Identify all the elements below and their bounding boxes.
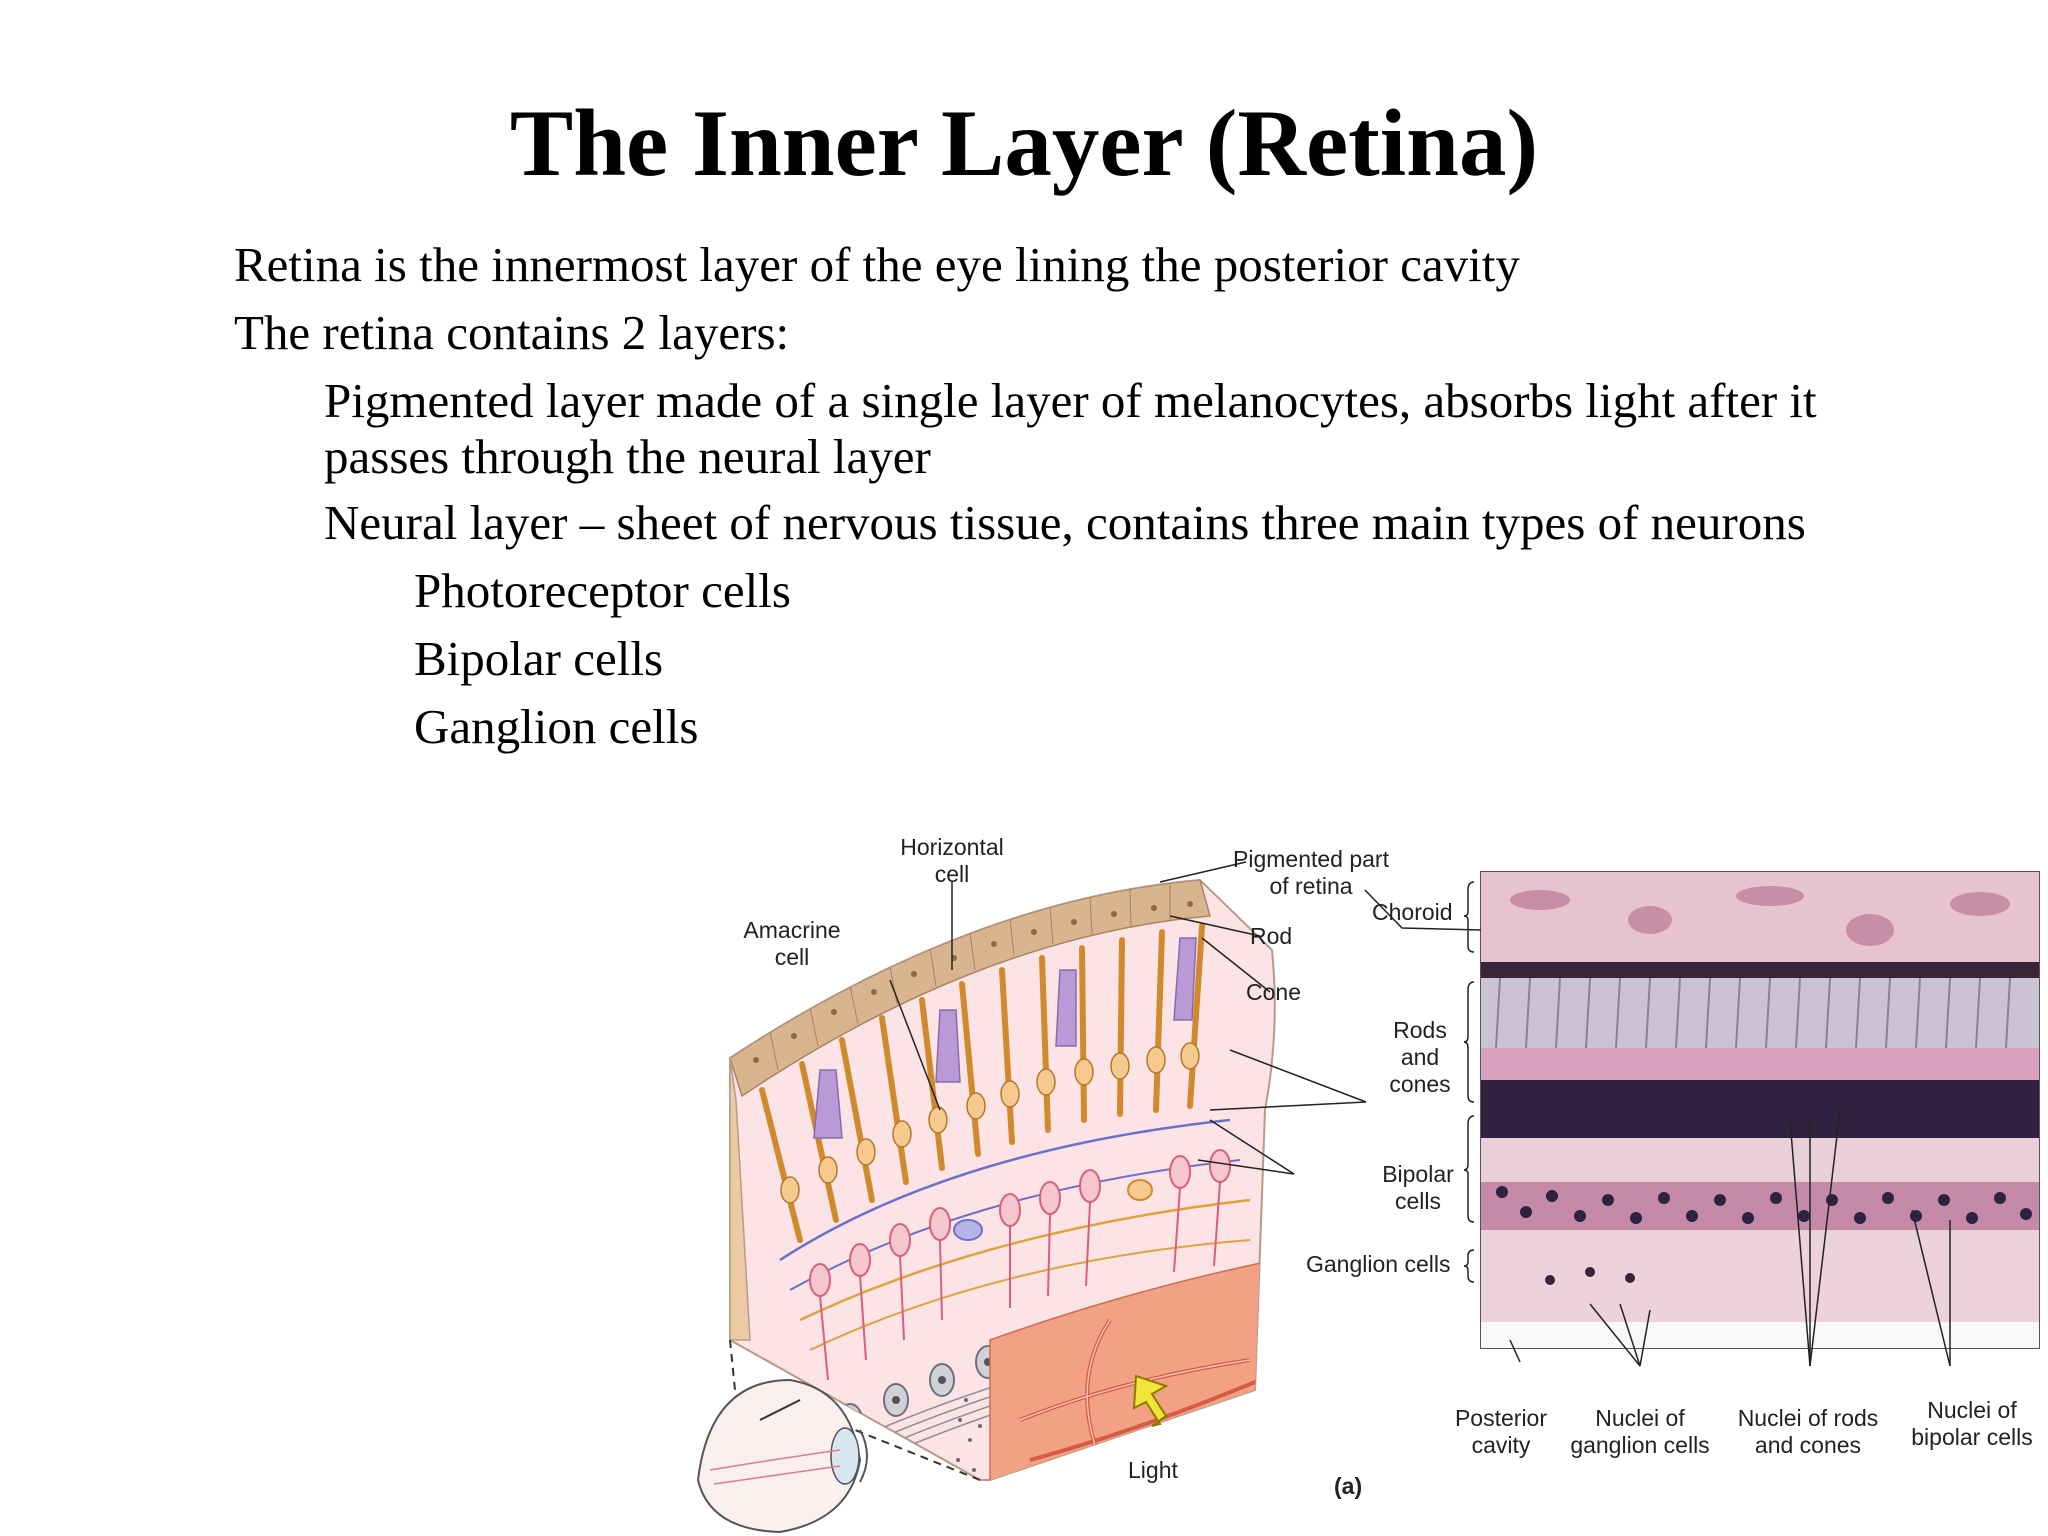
label-bipolar-cells-2: cells (1395, 1188, 1441, 1214)
eyeball-inset (696, 1378, 868, 1534)
bullet-pigmented-layer-cont: passes through the neural layer (324, 429, 931, 484)
label-posterior-cavity-2: cavity (1472, 1432, 1531, 1458)
label-pigmented-part-1: Pigmented part (1233, 846, 1390, 872)
pigment-band (730, 880, 1211, 1098)
bullet-bipolar-cells: Bipolar cells (414, 631, 664, 686)
label-horizontal-cell-1: Horizontal (900, 834, 1004, 860)
retina-figure: Horizontal cell Amacrine cell Pigmented … (690, 820, 2048, 1536)
layer-brackets (1463, 881, 1475, 1283)
retina-diagram: Horizontal cell Amacrine cell Pigmented … (696, 834, 2040, 1534)
bullet-retina-layers: The retina contains 2 layers: (234, 305, 790, 360)
slide-title: The Inner Layer (Retina) (509, 90, 1539, 196)
label-panel-a: (a) (1334, 1473, 1362, 1499)
label-horizontal-cell-2: cell (935, 861, 970, 887)
label-nuclei-bipolar-1: Nuclei of (1927, 1397, 2017, 1423)
label-amacrine-cell-2: cell (775, 944, 810, 970)
bullet-photoreceptor-cells: Photoreceptor cells (414, 563, 791, 618)
label-posterior-cavity-1: Posterior (1455, 1405, 1547, 1431)
bullet-pigmented-layer: Pigmented layer made of a single layer o… (324, 373, 1817, 428)
micrograph-inner-nuclear-layer (1481, 1182, 2039, 1230)
label-cone: Cone (1246, 979, 1301, 1005)
label-choroid: Choroid (1372, 899, 1453, 925)
label-rods-and-cones-1: Rods (1393, 1017, 1447, 1043)
light-arrow (1132, 1374, 1169, 1427)
leader-lines (889, 861, 1951, 1367)
label-nuclei-rods-cones-2: and cones (1755, 1432, 1861, 1458)
retina-micrograph (1480, 871, 2040, 1349)
label-bipolar-cells-1: Bipolar (1382, 1161, 1454, 1187)
label-rods-and-cones-2: and (1401, 1044, 1439, 1070)
bullet-ganglion-cells: Ganglion cells (414, 699, 699, 754)
micrograph-outer-nuclear-layer (1481, 1080, 2039, 1138)
label-nuclei-bipolar-2: bipolar cells (1911, 1424, 2032, 1450)
label-nuclei-ganglion-1: Nuclei of (1595, 1405, 1685, 1431)
bullet-neural-layer: Neural layer – sheet of nervous tissue, … (324, 495, 1806, 550)
label-light: Light (1128, 1457, 1178, 1483)
label-rods-and-cones-3: cones (1389, 1071, 1450, 1097)
label-nuclei-rods-cones-1: Nuclei of rods (1738, 1405, 1879, 1431)
label-amacrine-cell-1: Amacrine (743, 917, 840, 943)
label-rod: Rod (1250, 923, 1292, 949)
retina-wedge-illustration (729, 878, 1276, 1481)
micrograph-pigment-layer (1481, 962, 2039, 978)
horizontal-cell-process (779, 1118, 1231, 1262)
label-ganglion-cells: Ganglion cells (1306, 1251, 1450, 1277)
bullet-retina-definition: Retina is the innermost layer of the eye… (234, 237, 1520, 292)
label-pigmented-part-2: of retina (1269, 873, 1352, 899)
label-nuclei-ganglion-2: ganglion cells (1570, 1432, 1709, 1458)
amacrine-cell-process (799, 1198, 1251, 1322)
